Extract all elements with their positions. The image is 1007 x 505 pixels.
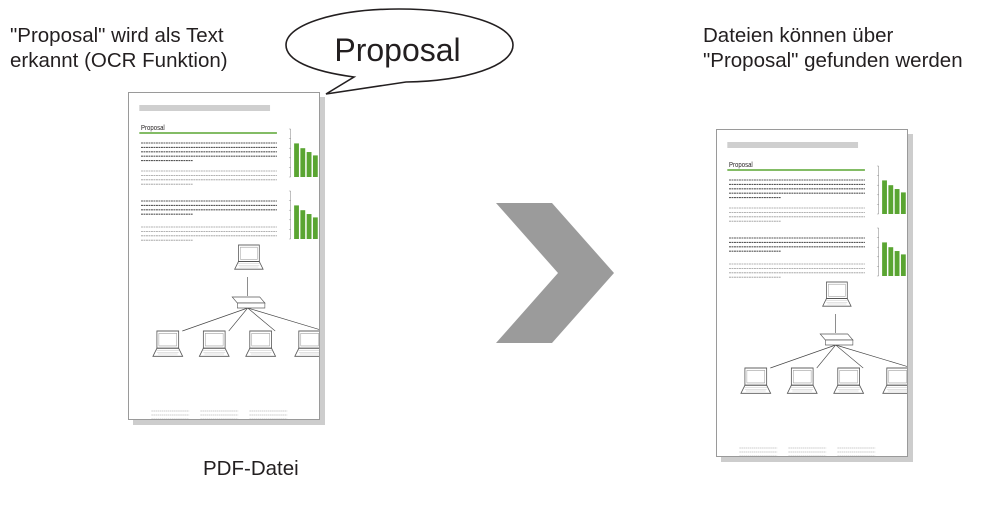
mini-chart-bar [900,254,906,276]
mini-chart-top [288,128,318,178]
pdf-document-right: Proposal [716,129,908,457]
text-block [729,179,865,199]
mini-chart-top [876,165,906,215]
network-switch-icon [819,333,854,346]
footer-text [739,447,876,456]
mini-chart-bar [312,155,318,177]
pdf-document-left: Proposal [128,92,320,420]
pdf-file-caption: PDF-Datei [203,457,299,480]
laptop-icon [152,330,184,357]
laptop-icon [294,330,319,357]
text-block [141,226,277,241]
mini-chart-bar [894,189,900,214]
search-caption-line-1: Dateien können über [703,24,894,47]
mini-chart-bar [888,185,894,214]
mini-chart-bar [882,180,887,214]
mini-chart-bar [888,247,894,276]
mini-chart-bar [294,143,299,177]
network-switch-icon [231,296,266,309]
pdf-page: Proposal [727,142,907,456]
mini-chart-bar [900,192,906,214]
laptop-icon [198,330,230,357]
text-block [141,142,277,162]
mini-chart-bar [306,152,312,177]
page-top-bar [139,105,271,111]
page-heading: Proposal [729,162,753,170]
text-block [141,170,277,185]
mini-chart-bar [294,205,299,239]
mini-chart-bar [882,242,887,276]
text-block [141,200,277,215]
mini-chart-bottom [876,227,906,277]
laptop-icon [245,330,277,357]
mini-chart-bar [312,217,318,239]
mini-chart-bar [300,148,306,177]
network-diagram [740,281,907,394]
mini-chart-bar [300,210,306,239]
laptop-icon [822,281,852,307]
text-block [729,207,865,222]
text-block [729,237,865,252]
search-caption: Dateien können über "Proposal" gefunden … [703,23,963,73]
pdf-page: Proposal [139,105,319,419]
ocr-caption-line-1: "Proposal" wird als Text [10,24,224,47]
search-caption-line-2: "Proposal" gefunden werden [703,49,963,72]
mini-chart-bar [894,251,900,276]
page-heading: Proposal [141,125,165,133]
speech-bubble [285,8,514,95]
network-diagram [152,244,319,357]
bubble-text: Proposal [334,32,461,68]
laptop-icon [786,367,818,394]
laptop-icon [740,367,772,394]
right-arrow-icon [496,203,614,343]
ocr-caption: "Proposal" wird als Text erkannt (OCR Fu… [10,23,228,73]
laptop-icon [234,244,264,270]
page-top-bar [727,142,859,148]
laptop-icon [882,367,907,394]
mini-chart-bar [306,214,312,239]
text-block [729,263,865,278]
ocr-caption-line-2: erkannt (OCR Funktion) [10,49,228,72]
footer-text [151,410,288,419]
mini-chart-bottom [288,190,318,240]
laptop-icon [833,367,865,394]
